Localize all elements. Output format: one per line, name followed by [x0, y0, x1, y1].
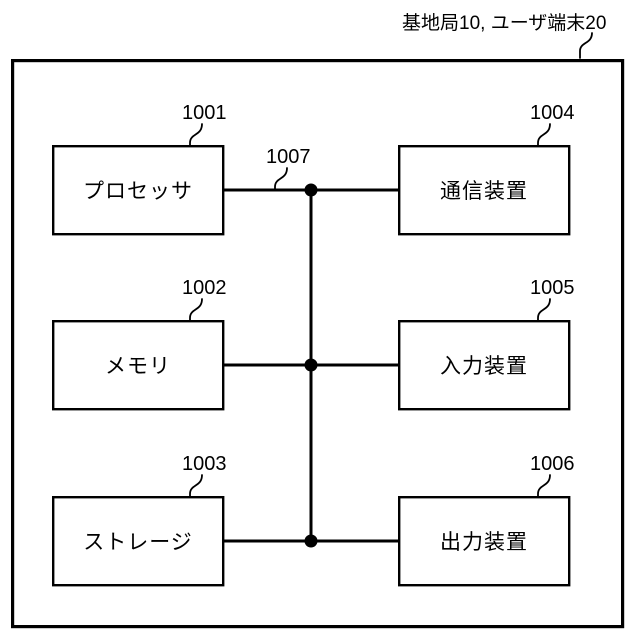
block-output-device [398, 496, 571, 587]
ref-number-1007: 1007 [266, 146, 311, 168]
block-processor-label: プロセッサ [83, 180, 193, 203]
block-input-device-label: 入力装置 [440, 355, 528, 378]
block-output-device-label: 出力装置 [440, 531, 528, 554]
ref-number-1004: 1004 [530, 102, 575, 124]
title-leader-line [579, 32, 593, 59]
leader-line-1007 [274, 167, 288, 191]
ref-number-1005: 1005 [530, 277, 575, 299]
ref-number-1006: 1006 [530, 453, 575, 475]
leader-line-1001 [189, 123, 203, 147]
block-storage [52, 496, 225, 587]
block-input-device [398, 320, 571, 411]
figure-title: 基地局10, ユーザ端末20 [402, 12, 606, 34]
bus-junction-dot-row3 [304, 534, 318, 548]
ref-number-1003: 1003 [182, 453, 227, 475]
leader-line-1006 [537, 474, 551, 498]
block-storage-label: ストレージ [83, 531, 193, 554]
block-memory [52, 320, 225, 411]
leader-line-1004 [537, 123, 551, 147]
bus-junction-dot-row1 [304, 183, 318, 197]
bus-junction-dot-row2 [304, 358, 318, 372]
ref-number-1001: 1001 [182, 102, 227, 124]
block-communication-device [398, 144, 571, 236]
ref-number-1002: 1002 [182, 277, 227, 299]
block-communication-device-label: 通信装置 [440, 180, 528, 203]
block-processor [52, 144, 225, 236]
leader-line-1002 [189, 298, 203, 322]
block-memory-label: メモリ [105, 355, 171, 378]
leader-line-1005 [537, 298, 551, 322]
leader-line-1003 [189, 474, 203, 498]
